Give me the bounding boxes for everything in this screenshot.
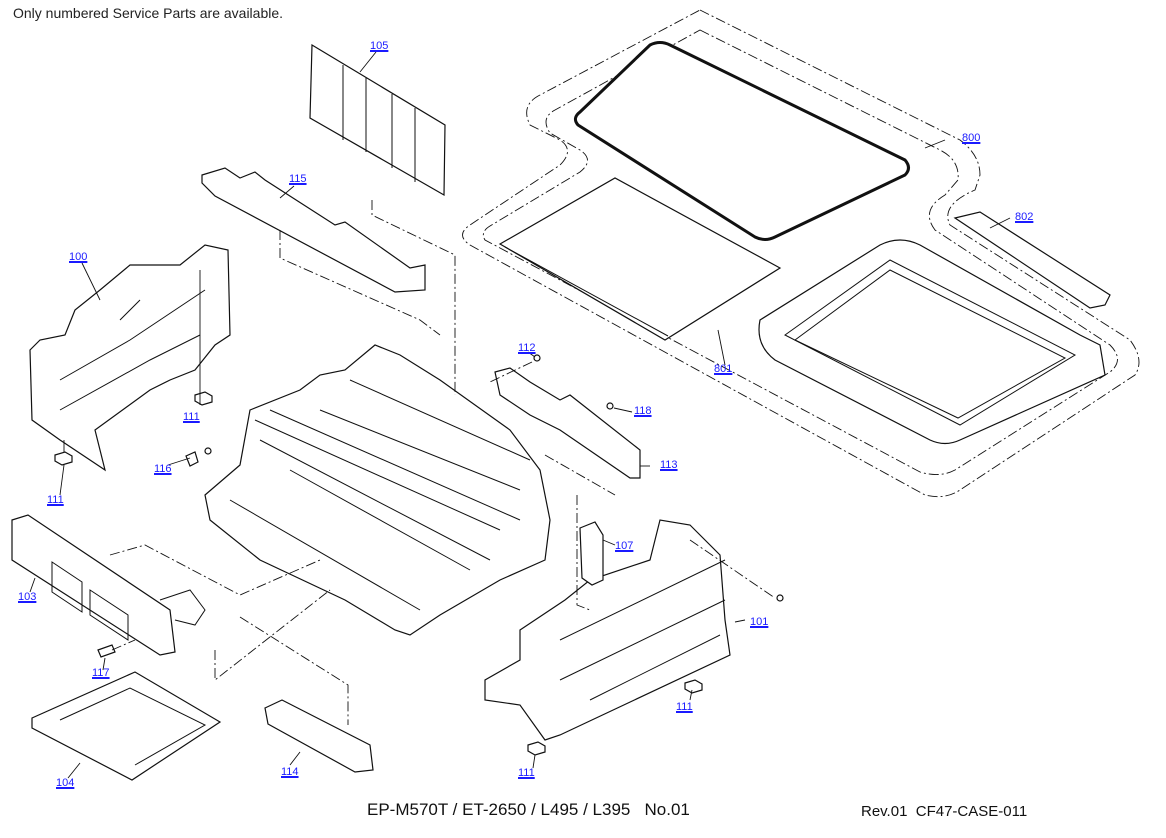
part-100-housing-left: [29, 244, 231, 472]
part-101-housing-right: [484, 519, 731, 741]
part-link-111[interactable]: 111: [47, 494, 64, 506]
part-113-bracket: [494, 367, 641, 479]
part-link-111[interactable]: 111: [676, 701, 693, 713]
part-link-101[interactable]: 101: [750, 616, 769, 628]
part-116-gear: [185, 451, 199, 467]
part-screw-right: [776, 594, 784, 602]
revision-caption: Rev.01 CF47-CASE-011: [861, 803, 1028, 820]
part-link-115[interactable]: 115: [289, 173, 307, 185]
model-caption: EP-M570T / ET-2650 / L495 / L395 No.01: [367, 800, 690, 819]
part-link-100[interactable]: 100: [69, 251, 88, 263]
part-link-111[interactable]: 111: [183, 411, 200, 423]
part-link-113[interactable]: 113: [660, 459, 678, 471]
part-103-control-panel: [11, 514, 176, 656]
part-link-116[interactable]: 116: [154, 463, 172, 475]
part-801-document-mat: [498, 177, 782, 341]
part-link-801[interactable]: 801: [714, 363, 733, 375]
part-111-foot-b: [54, 451, 73, 466]
part-link-107[interactable]: 107: [615, 540, 634, 552]
part-scanner-frame: [758, 239, 1106, 445]
part-link-111[interactable]: 111: [518, 767, 535, 779]
part-111-foot-d: [527, 741, 546, 756]
part-link-114[interactable]: 114: [281, 766, 299, 778]
part-118-screw: [606, 402, 614, 410]
part-116-screw: [204, 447, 212, 455]
part-114-rail: [264, 699, 374, 773]
part-link-112[interactable]: 112: [518, 342, 536, 354]
part-link-105[interactable]: 105: [370, 40, 389, 52]
part-117-label: [97, 644, 116, 658]
part-105-paper-support: [309, 43, 446, 197]
part-link-118[interactable]: 118: [634, 405, 652, 417]
part-111-foot-c: [684, 679, 703, 694]
part-link-800[interactable]: 800: [962, 132, 981, 144]
part-107-unit: [579, 521, 604, 586]
group-800-outline: [462, 9, 1140, 498]
part-115-cover: [201, 167, 426, 293]
group-800-inner-outline: [482, 29, 1118, 475]
part-link-104[interactable]: 104: [56, 777, 75, 789]
part-111-foot-a: [194, 391, 213, 406]
printer-mechanism: [204, 344, 551, 636]
availability-note: Only numbered Service Parts are availabl…: [13, 5, 284, 21]
part-104-output-tray: [31, 671, 222, 781]
part-link-117[interactable]: 117: [92, 667, 110, 679]
part-802-strip: [953, 211, 1111, 309]
part-800-scanner-lid: [573, 41, 910, 241]
part-112-screw: [533, 354, 541, 362]
part-link-103[interactable]: 103: [18, 591, 37, 603]
part-link-802[interactable]: 802: [1015, 211, 1034, 223]
